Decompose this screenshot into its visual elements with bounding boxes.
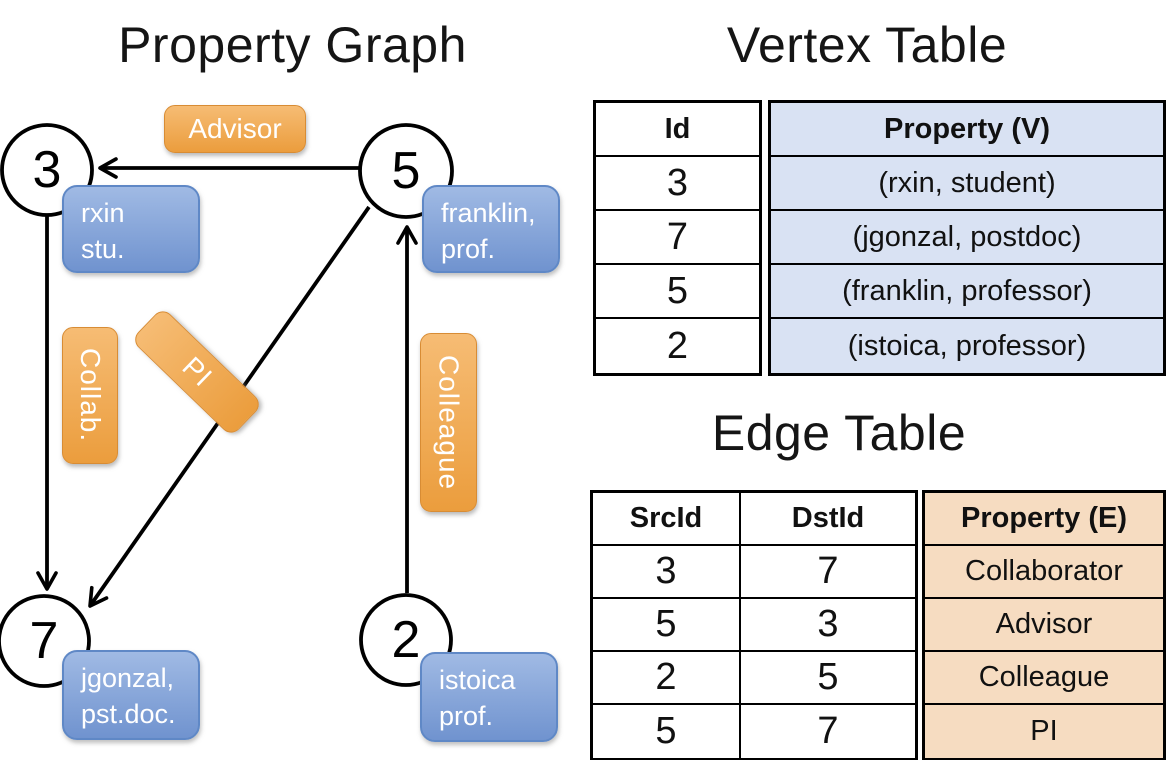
vertex-property-line: stu. <box>81 234 125 265</box>
vertex-id-7: 7 <box>29 612 59 670</box>
edge-table-cell-property: Colleague <box>925 652 1163 705</box>
vertex-table-cell-id: 3 <box>596 157 759 211</box>
edge-table-header-dstid: DstId <box>741 493 915 546</box>
edge-table-cell-srcid: 2 <box>593 652 741 705</box>
edge-table-cell-dstid: 7 <box>741 546 915 599</box>
edge-table-cell-srcid: 5 <box>593 705 741 758</box>
edge-table-cell-property: Collaborator <box>925 546 1163 599</box>
edge-table-row: 3 7 <box>593 546 915 599</box>
edge-table-header-srcid: SrcId <box>593 493 741 546</box>
vertex-table-cell-property: (jgonzal, postdoc) <box>771 211 1163 265</box>
vertex-property-line: prof. <box>439 701 494 732</box>
vertex-table-property-column: Property (V) (rxin, student) (jgonzal, p… <box>768 100 1166 376</box>
vertex-id-3: 3 <box>32 141 62 199</box>
property-graph-title: Property Graph <box>118 17 467 73</box>
vertex-table-header-id: Id <box>596 103 759 157</box>
edge-table-cell-dstid: 3 <box>741 599 915 652</box>
vertex-id-2: 2 <box>391 611 421 669</box>
vertex-property-line: istoica <box>439 665 516 695</box>
edge-table-property-column: Property (E) Collaborator Advisor Collea… <box>922 490 1166 760</box>
vertex-table-header-property: Property (V) <box>771 103 1163 157</box>
vertex-table-cell-id: 5 <box>596 265 759 319</box>
vertex-table-title: Vertex Table <box>726 17 1008 73</box>
edge-table-row: 5 3 <box>593 599 915 652</box>
vertex-table-cell-property: (rxin, student) <box>771 157 1163 211</box>
vertex-table-cell-property: (franklin, professor) <box>771 265 1163 319</box>
vertex-table-cell-id: 2 <box>666 324 689 367</box>
edge-table-title: Edge Table <box>711 405 967 461</box>
vertex-property-line: prof. <box>441 234 496 265</box>
edge-label-colleague: Colleague <box>420 333 477 512</box>
edge-table: SrcId DstId 3 7 5 3 2 5 5 7 Property (E)… <box>590 490 1166 760</box>
edge-table-cell-property: PI <box>1030 715 1058 747</box>
edge-table-row: 5 7 <box>593 705 915 758</box>
edge-table-cell-srcid: 3 <box>593 546 741 599</box>
vertex-table-cell-id: 7 <box>596 211 759 265</box>
vertex-property-line: pst.doc. <box>81 699 176 730</box>
vertex-table: Id 3 7 5 2 Property (V) (rxin, student) … <box>593 100 1166 376</box>
edge-label-collab: Collab. <box>62 327 118 464</box>
vertex-property-box-7: jgonzal, pst.doc. <box>62 650 200 740</box>
edge-table-cell-property: Advisor <box>925 599 1163 652</box>
edge-table-header-property: Property (E) <box>925 493 1163 546</box>
edge-table-cell-dstid: 7 <box>817 710 839 752</box>
vertex-property-box-3: rxin stu. <box>62 185 200 273</box>
vertex-property-line: franklin, <box>441 198 536 228</box>
edge-label-advisor: Advisor <box>164 105 306 153</box>
vertex-table-cell-property: (istoica, professor) <box>847 329 1087 362</box>
edge-table-row: 2 5 <box>593 652 915 705</box>
edge-table-header-row: SrcId DstId <box>593 493 915 546</box>
vertex-property-line: jgonzal, <box>81 663 175 693</box>
edge-table-cell-dstid: 5 <box>741 652 915 705</box>
vertex-id-5: 5 <box>391 142 421 200</box>
vertex-property-box-2: istoica prof. <box>420 652 558 742</box>
edge-table-id-columns: SrcId DstId 3 7 5 3 2 5 5 7 <box>590 490 918 760</box>
vertex-property-line: rxin <box>81 198 125 228</box>
vertex-table-id-column: Id 3 7 5 2 <box>593 100 762 376</box>
vertex-property-box-5: franklin, prof. <box>422 185 560 273</box>
edge-table-cell-srcid: 5 <box>593 599 741 652</box>
